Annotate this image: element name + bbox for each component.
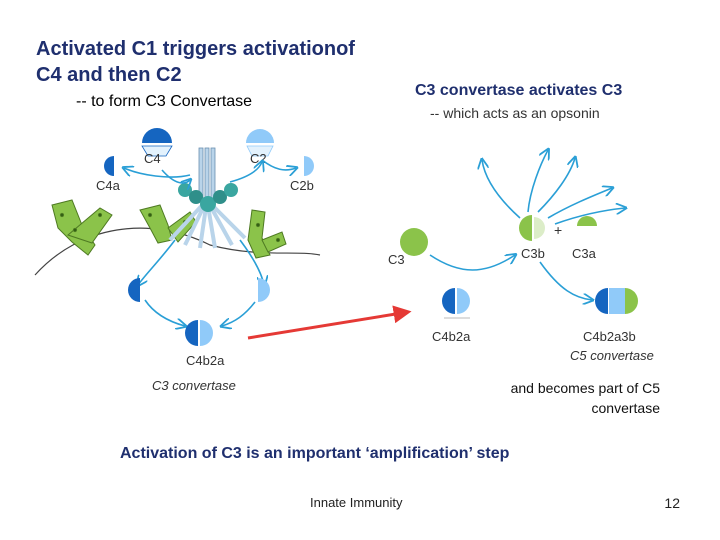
c2-molecule xyxy=(246,129,274,143)
c4b2a3b-complex xyxy=(595,288,638,314)
c4b2a-complex-left xyxy=(185,320,213,346)
c2b-fragment xyxy=(304,156,314,176)
course-name: Innate Immunity xyxy=(310,495,403,510)
amplification-statement: Activation of C3 is an important ‘amplif… xyxy=(120,445,510,462)
c2b-label: C2b xyxy=(290,178,314,193)
antibody-left xyxy=(51,199,113,256)
left-title: Activated C1 triggers activationof C4 an… xyxy=(36,38,355,86)
right-subtitle: -- which acts as an opsonin xyxy=(430,105,600,121)
c3a-fragment xyxy=(577,216,597,226)
c3b-to-c5-arrow xyxy=(539,261,592,300)
c4-label: C4 xyxy=(144,151,161,166)
c5-convertase-note: and becomes part of C5 convertase xyxy=(510,380,660,416)
c1-complex xyxy=(168,147,247,249)
c4b2a-label-right: C4b2a xyxy=(432,329,471,344)
c3-molecule xyxy=(400,228,428,256)
c3b-molecule xyxy=(519,215,545,241)
c4a-label: C4a xyxy=(96,178,121,193)
antibody-right xyxy=(247,209,287,259)
c2-label: C2 xyxy=(250,151,267,166)
connecting-red-arrow xyxy=(247,305,412,340)
c3-convertase-label: C3 convertase xyxy=(152,378,236,393)
c3a-label: C3a xyxy=(572,246,597,261)
c3b-label: C3b xyxy=(521,246,545,261)
c4b-on-membrane xyxy=(128,278,140,302)
c4b2a3b-label: C4b2a3b xyxy=(583,329,636,344)
right-title: C3 convertase activates C3 xyxy=(415,82,623,99)
c4b2a-complex-right xyxy=(442,288,470,319)
opsonin-arrows xyxy=(482,150,625,225)
page-number: 12 xyxy=(664,495,680,511)
c4a-fragment xyxy=(104,156,114,176)
left-subtitle: -- to form C3 Convertase xyxy=(76,93,253,110)
c3-label: C3 xyxy=(388,252,405,267)
c5-convertase-label: C5 convertase xyxy=(570,348,654,363)
plus-sign: + xyxy=(554,222,562,238)
c4b2a-label-left: C4b2a xyxy=(186,353,225,368)
c3-to-c3b-arrow xyxy=(429,255,515,271)
c4-molecule xyxy=(142,128,172,143)
c2a-on-membrane xyxy=(258,278,270,302)
